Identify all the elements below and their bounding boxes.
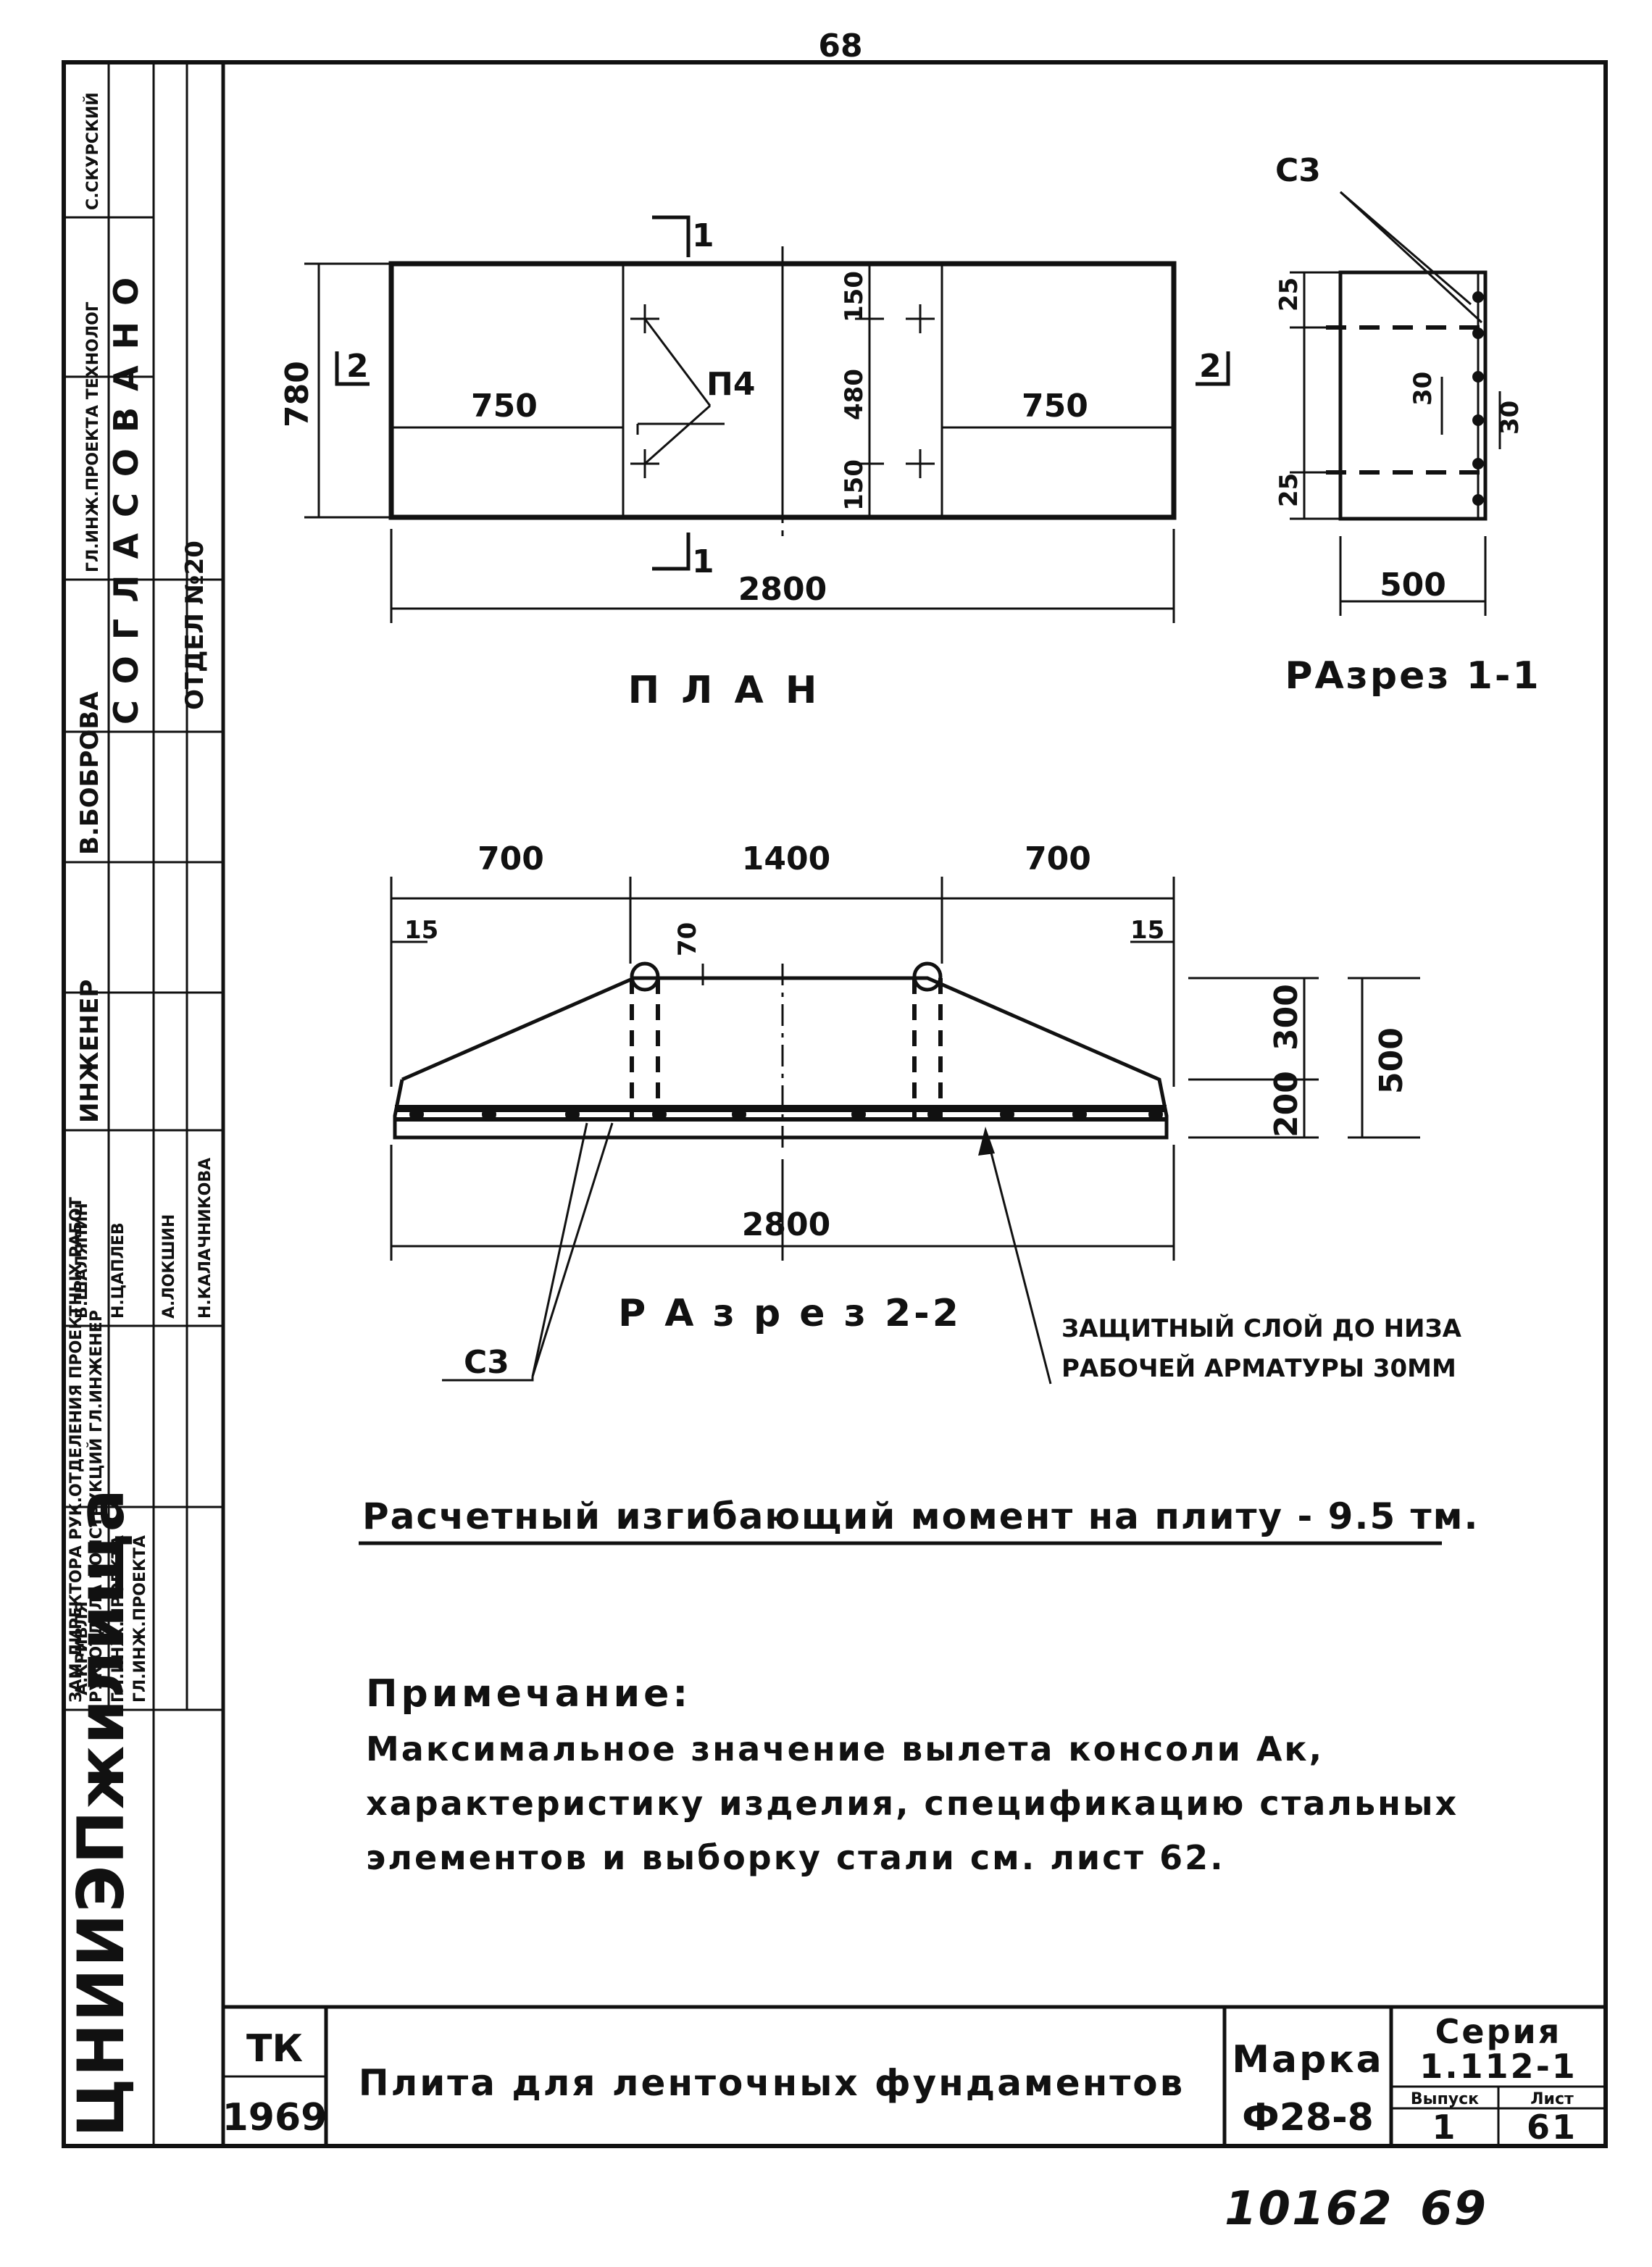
note-line-2: характеристику изделия, спецификацию ста… <box>366 1784 1459 1823</box>
name-4: Н.КАЛАЧНИКОВА <box>196 1158 214 1319</box>
loop-label: П4 <box>706 366 755 403</box>
approval-title: С О Г Л А С О В А Н О <box>107 275 146 725</box>
section-1-dim-25-top: 25 <box>1275 277 1303 312</box>
title-sheet-value: 61 <box>1527 2108 1577 2147</box>
section-1-1: С3 25 25 30 30 500 РАзрез 1-1 <box>1275 152 1540 698</box>
plan-dim-150-top: 150 <box>840 271 869 322</box>
plan-loops <box>630 304 935 478</box>
engineer-label: ИНЖЕНЕР <box>75 980 104 1123</box>
section-2-dim-700-right: 700 <box>1025 840 1091 877</box>
title-tk: ТК <box>246 2027 303 2071</box>
title-issue-value: 1 <box>1432 2108 1457 2147</box>
section-2-caption: Р А з р е з 2-2 <box>618 1292 961 1335</box>
section-1-dim-30-a: 30 <box>1409 372 1438 406</box>
section-2-dim-70: 70 <box>673 922 702 956</box>
moment-text: Расчетный изгибающий момент на плиту - 9… <box>362 1495 1480 1537</box>
section-2-dim-15-right: 15 <box>1130 916 1164 945</box>
sheet-frame <box>62 60 1608 2148</box>
section-2-note-line-2: РАБОЧЕЙ АРМАТУРЫ 30ММ <box>1061 1353 1456 1383</box>
title-series-value: 1.112-1 <box>1419 2047 1577 2086</box>
plan-dim-total: 2800 <box>738 571 827 608</box>
left-approval-block: С О Г Л А С О В А Н О ОТДЕЛ №20 ГЛ.ИНЖ.П… <box>64 92 223 2137</box>
roles-col-3: ГЛ.ИНЖ.ПРОЕКТА <box>109 1535 128 1703</box>
title-marka-label: Марка <box>1232 2038 1383 2082</box>
section-2-loops <box>630 961 943 1119</box>
section-2-weld-label: С3 <box>464 1344 509 1381</box>
stamp-bottom-right: 69 <box>1420 2182 1488 2236</box>
section-mark-top: 1 <box>692 217 714 254</box>
section-2-dim-300: 300 <box>1268 984 1305 1051</box>
note-line-1: Максимальное значение вылета консоли Ак, <box>366 1729 1324 1769</box>
section-mark-right: 2 <box>1199 348 1222 385</box>
title-main: Плита для ленточных фундаментов <box>359 2062 1185 2104</box>
title-series-label: Серия <box>1435 2012 1562 2051</box>
plan-caption: П Л А Н <box>628 669 822 712</box>
section-2-2: 700 1400 700 15 15 70 300 200 500 2800 С… <box>390 840 1462 1385</box>
plan-dim-150-bottom: 150 <box>840 459 869 511</box>
section-mark-left: 2 <box>346 348 369 385</box>
section-2-dim-total: 2800 <box>742 1206 830 1243</box>
section-2-bars <box>409 1107 1163 1122</box>
section-2-dim-1400: 1400 <box>742 840 830 877</box>
name-1: Б.ШАЛЯПИН <box>73 1203 91 1319</box>
plan-dim-height: 780 <box>279 361 316 427</box>
plan-dim-left: 750 <box>471 388 538 425</box>
title-marka-value: Ф28-8 <box>1242 2096 1374 2139</box>
note-title: Примечание: <box>366 1672 691 1716</box>
section-1-bars <box>1472 291 1484 506</box>
section-2-dim-200: 200 <box>1268 1071 1305 1137</box>
roles-col-2: РУК.ОТДЕЛА КОНСТРУКЦИЙ ГЛ.ИНЖЕНЕР <box>87 1310 106 1703</box>
approval-roles: ГЛ.ИНЖ.ПРОЕКТА ТЕХНОЛОГ <box>84 301 102 572</box>
section-mark-bottom: 1 <box>692 543 714 580</box>
section-2-dim-500: 500 <box>1373 1027 1410 1094</box>
title-block: ТК 1969 Плита для ленточных фундаментов … <box>222 2005 1606 2147</box>
approval-dept: ОТДЕЛ №20 <box>180 540 209 710</box>
title-year: 1969 <box>222 2096 328 2139</box>
section-1-dim-25-bottom: 25 <box>1275 473 1303 507</box>
plan-dim-480: 480 <box>840 369 869 420</box>
roles-col-1: ЗАМ.ДИРЕКТОРА РУК.ОТДЕЛЕНИЯ ПРОЕКТНЫХ РА… <box>67 1197 85 1703</box>
approval-name: С.СКУРСКИЙ <box>83 92 102 210</box>
title-issue-label: Выпуск <box>1411 2090 1479 2108</box>
plan-dim-right: 750 <box>1022 388 1088 425</box>
name-3: А.ЛОКШИН <box>160 1214 178 1319</box>
section-2-note-line-1: ЗАЩИТНЫЙ СЛОЙ ДО НИЗА <box>1061 1314 1462 1343</box>
section-2-dim-700-left: 700 <box>477 840 544 877</box>
roles-col-4: ГЛ.ИНЖ.ПРОЕКТА <box>131 1535 149 1703</box>
section-2-dim-15-left: 15 <box>404 916 438 945</box>
section-1-weld-label: С3 <box>1275 152 1321 189</box>
note-line-3: элементов и выборку стали см. лист 62. <box>366 1838 1225 1877</box>
name-2: Н.ЦАПЛЕВ <box>109 1222 128 1319</box>
section-1-caption: РАзрез 1-1 <box>1285 654 1540 698</box>
page-number: 68 <box>818 28 862 64</box>
plan-view: П4 1 1 2 2 780 750 750 150 480 150 2800 … <box>279 215 1230 712</box>
engineer-name: В.БОБРОВА <box>75 691 104 855</box>
org-name: ЦНИИЭПжилища <box>64 1487 138 2137</box>
name-5: А.КРИВЛЯ <box>73 1601 91 1695</box>
section-1-dim-width: 500 <box>1380 567 1446 604</box>
title-sheet-label: Лист <box>1530 2090 1574 2108</box>
note-block: Примечание: Максимальное значение вылета… <box>366 1672 1459 1877</box>
stamp-bottom-left: 10162 <box>1225 2182 1393 2236</box>
